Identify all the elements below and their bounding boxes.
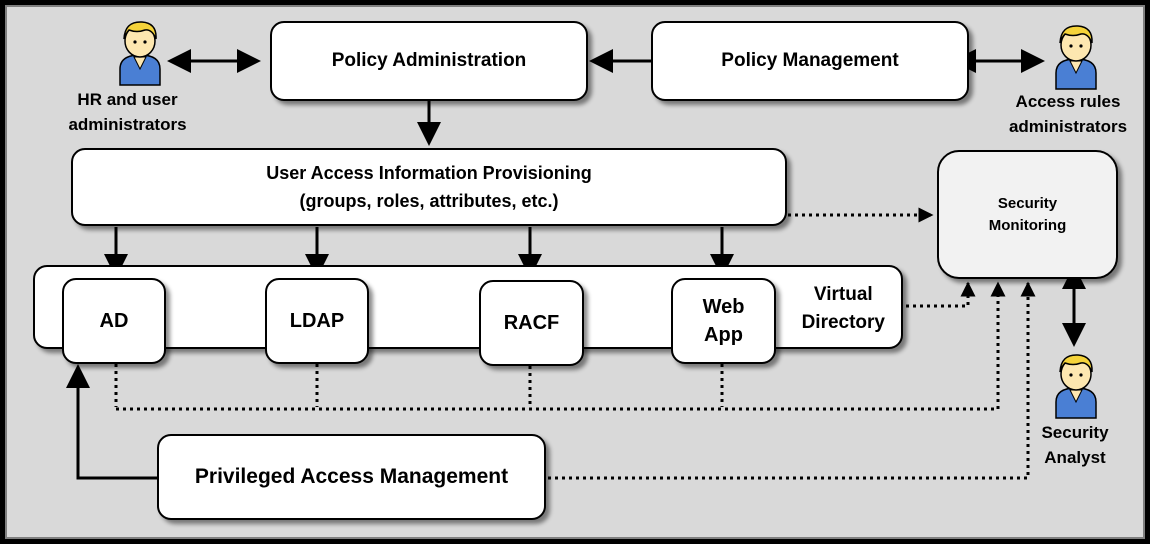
security-analyst-label: Security Analyst (1020, 420, 1130, 470)
pam-to-ad-arrow (66, 364, 157, 480)
access-rules-admins-label: Access rules administrators (992, 89, 1144, 139)
privileged-access-management-label: Privileged Access Management (194, 465, 509, 488)
virtual-directory-label-line2: Directory (801, 312, 885, 333)
person-icon (1055, 354, 1097, 419)
virtual-directory-label-line1: Virtual (813, 284, 873, 305)
hr-admins-label-line1: HR and user (77, 90, 178, 109)
policy-management-box: Policy Management (651, 21, 969, 101)
privileged-access-management-box: Privileged Access Management (157, 434, 546, 520)
security-analyst-label-line2: Analyst (1044, 448, 1106, 467)
policy-management-label: Policy Management (721, 50, 899, 71)
provisioning-label-line1: User Access Information Provisioning (266, 163, 592, 183)
security-analyst-label-line1: Security (1041, 423, 1109, 442)
ad-box: AD (62, 278, 166, 364)
hr-admins-label-line2: administrators (68, 115, 187, 134)
virtual-directory-to-monitoring-dotted-arrow (906, 281, 976, 308)
policy-administration-box: Policy Administration (270, 21, 588, 101)
webapp-label-line1: Web (702, 296, 745, 318)
security-monitoring-label-line1: Security (997, 194, 1058, 212)
policy-administration-label: Policy Administration (331, 50, 527, 71)
person-icon (1055, 25, 1097, 90)
hr-admins-label: HR and user administrators (50, 87, 205, 137)
racf-box: RACF (479, 280, 584, 366)
access-rules-admins-label-line1: Access rules (1015, 92, 1121, 111)
pam-to-monitoring-dotted-arrow (548, 281, 1036, 480)
ldap-box: LDAP (265, 278, 369, 364)
webapp-label-line2: App (704, 324, 743, 346)
security-monitoring-label-line2: Monitoring (988, 216, 1067, 234)
provisioning-box: User Access Information Provisioning (gr… (71, 148, 787, 226)
racf-label: RACF (503, 311, 560, 334)
ad-label: AD (99, 309, 129, 332)
event-bus-to-monitoring-dotted-arrow (116, 281, 1006, 411)
access-rules-admins-label-line2: administrators (1008, 117, 1128, 136)
security-monitoring-box: Security Monitoring (937, 150, 1118, 279)
person-icon (119, 21, 161, 86)
virtual-directory-label: Virtual Directory (802, 281, 885, 337)
webapp-box: Web App (671, 278, 776, 364)
provisioning-label-line2: (groups, roles, attributes, etc.) (299, 191, 559, 211)
ldap-label: LDAP (289, 309, 345, 332)
